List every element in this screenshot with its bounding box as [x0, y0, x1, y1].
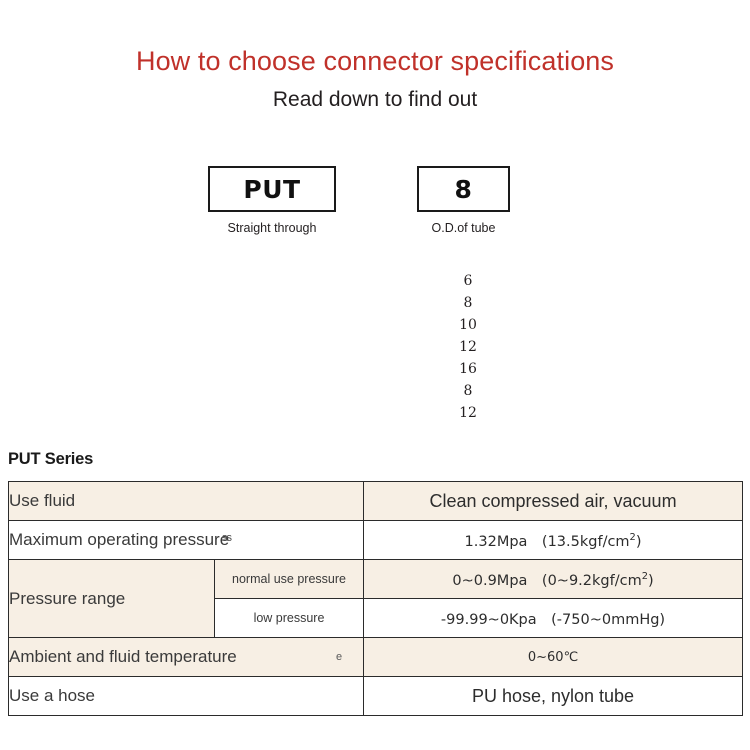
size-option: 8	[463, 383, 473, 399]
spec-value-cell: 1.32Mpa (13.5kgf/cm2)	[363, 520, 744, 560]
spec-value-cell: -99.99~0Kpa (-750~0mmHg)	[363, 598, 744, 638]
size-option-list: 6 8 10 12 16 8 12	[418, 270, 518, 424]
table-row: Use a hose PU hose, nylon tube	[7, 676, 744, 716]
spec-label-text: Maximum operating pressure	[9, 530, 230, 549]
size-option: 8	[463, 295, 473, 311]
spec-value-cell: PU hose, nylon tube	[363, 676, 744, 716]
spec-sublabel-cell: low pressure	[213, 598, 365, 638]
spec-code-box-series: PUT	[208, 166, 336, 212]
scan-artifact-glyph: e	[336, 651, 343, 663]
spec-code-value-series: PUT	[243, 174, 301, 204]
table-row: Pressure range normal use pressure 0~0.9…	[8, 559, 744, 638]
spec-code-box-size: 8	[417, 166, 510, 212]
spec-label-cell: Use fluid	[7, 481, 365, 521]
spec-value-cell: Clean compressed air, vacuum	[363, 481, 744, 521]
spec-label-text: Use a hose	[9, 686, 95, 705]
table-row: low pressure -99.99~0Kpa (-750~0mmHg)	[9, 598, 744, 638]
spec-label-cell: Ambient and fluid temperature e	[7, 637, 365, 677]
spec-value-cell: 0~60℃	[363, 637, 744, 677]
table-row: Ambient and fluid temperature e 0~60℃	[7, 637, 744, 677]
size-option: 12	[459, 405, 477, 421]
table-row: Use fluid Clean compressed air, vacuum	[7, 481, 744, 521]
size-option: 6	[463, 273, 473, 289]
size-option: 10	[459, 317, 477, 333]
spec-label-text: Pressure range	[9, 588, 126, 608]
spec-label-cell: Use a hose	[7, 676, 365, 716]
scan-artifact-glyph: ss	[222, 532, 232, 544]
table-row: Maximum operating pressure ss 1.32Mpa (1…	[7, 520, 744, 560]
size-option: 12	[459, 339, 477, 355]
size-option: 16	[459, 361, 477, 377]
page-title: How to choose connector specifications	[135, 46, 615, 76]
specification-table: Use fluid Clean compressed air, vacuum M…	[7, 481, 744, 716]
spec-label-text: Use fluid	[9, 491, 76, 510]
spec-label-cell: Maximum operating pressure ss	[7, 520, 365, 560]
spec-value-cell: 0~0.9Mpa (0~9.2kgf/cm2)	[363, 559, 744, 599]
series-heading: PUT Series	[8, 450, 94, 468]
page-subtitle: Read down to find out	[272, 88, 478, 111]
spec-label-text: Ambient and fluid temperature	[9, 647, 237, 666]
spec-label-cell: Pressure range	[8, 559, 215, 638]
spec-sublabel-cell: normal use pressure	[213, 559, 365, 599]
spec-code-caption-series: Straight through	[227, 221, 317, 235]
spec-code-value-size: 8	[454, 174, 473, 204]
spec-code-caption-size: O.D.of tube	[431, 221, 496, 235]
